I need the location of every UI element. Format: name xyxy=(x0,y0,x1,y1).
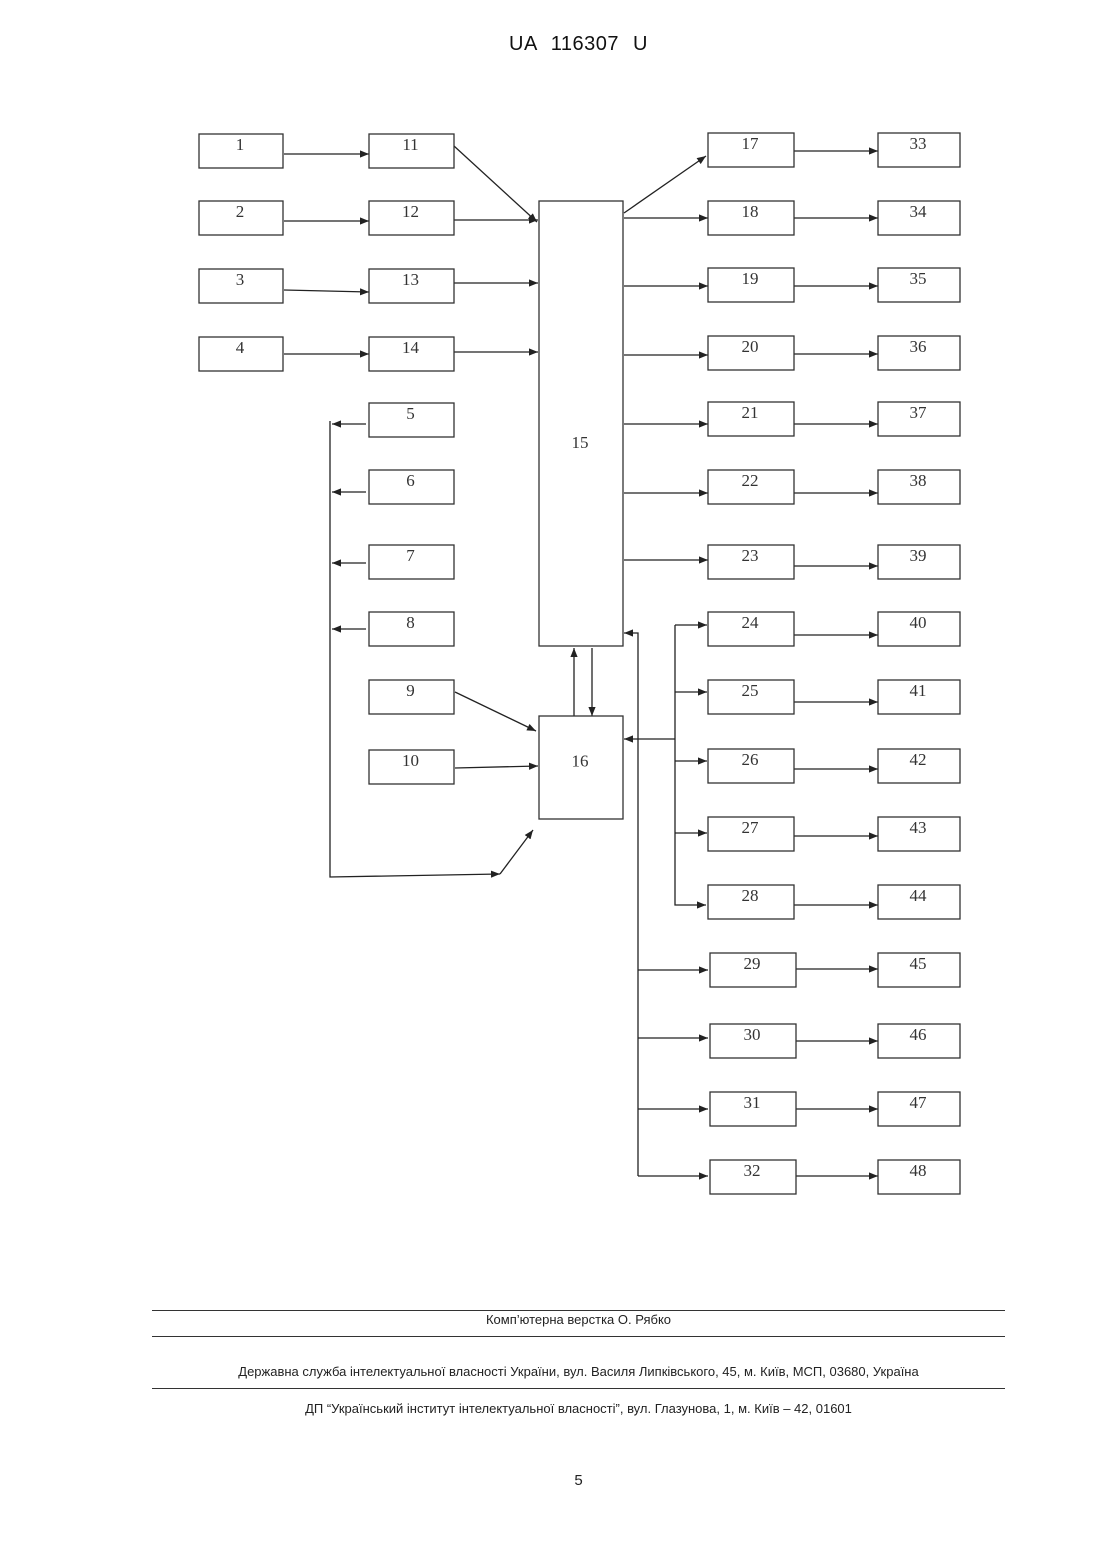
block-label-9: 9 xyxy=(406,681,415,700)
block-label-11: 11 xyxy=(402,135,418,154)
block-label-27: 27 xyxy=(742,818,760,837)
block-label-3: 3 xyxy=(236,270,245,289)
block-label-28: 28 xyxy=(742,886,759,905)
block-label-13: 13 xyxy=(402,270,419,289)
block-label-6: 6 xyxy=(406,471,415,490)
block-label-38: 38 xyxy=(910,471,927,490)
block-label-48: 48 xyxy=(910,1161,927,1180)
bus-to-28 xyxy=(675,625,706,905)
bus-to-15 xyxy=(624,633,638,1176)
block-label-5: 5 xyxy=(406,404,415,423)
block-label-15: 15 xyxy=(572,433,589,452)
block-label-47: 47 xyxy=(910,1093,928,1112)
arrow-15-to-17 xyxy=(624,156,706,213)
block-label-7: 7 xyxy=(406,546,415,565)
block-label-41: 41 xyxy=(910,681,927,700)
block-label-37: 37 xyxy=(910,403,928,422)
block-label-16: 16 xyxy=(572,752,589,771)
block-label-36: 36 xyxy=(910,337,927,356)
block-label-25: 25 xyxy=(742,681,759,700)
block-label-29: 29 xyxy=(744,954,761,973)
block-label-39: 39 xyxy=(910,546,927,565)
block-label-8: 8 xyxy=(406,613,415,632)
block-label-30: 30 xyxy=(744,1025,761,1044)
block-label-24: 24 xyxy=(742,613,760,632)
block-label-22: 22 xyxy=(742,471,759,490)
block-label-34: 34 xyxy=(910,202,928,221)
block-label-2: 2 xyxy=(236,202,245,221)
block-label-4: 4 xyxy=(236,338,245,357)
arrow-bus-to-16 xyxy=(500,830,533,874)
block-label-17: 17 xyxy=(742,134,760,153)
block-label-14: 14 xyxy=(402,338,420,357)
block-label-26: 26 xyxy=(742,750,759,769)
block-label-10: 10 xyxy=(402,751,419,770)
divider-bottom xyxy=(152,1388,1005,1389)
block-label-42: 42 xyxy=(910,750,927,769)
block-label-12: 12 xyxy=(402,202,419,221)
block-label-31: 31 xyxy=(744,1093,761,1112)
divider-middle xyxy=(152,1336,1005,1337)
arrow-input-3 xyxy=(284,290,369,292)
arrow-9-to-16 xyxy=(455,692,536,731)
office-address: Державна служба інтелектуальної власност… xyxy=(0,1364,1101,1379)
block-label-21: 21 xyxy=(742,403,759,422)
block-label-40: 40 xyxy=(910,613,927,632)
block-label-18: 18 xyxy=(742,202,759,221)
block-label-33: 33 xyxy=(910,134,927,153)
block-label-43: 43 xyxy=(910,818,927,837)
page-number: 5 xyxy=(0,1472,1101,1489)
institute-address: ДП “Український інститут інтелектуальної… xyxy=(0,1401,1101,1416)
block-label-23: 23 xyxy=(742,546,759,565)
block-label-45: 45 xyxy=(910,954,927,973)
block-label-46: 46 xyxy=(910,1025,927,1044)
block-15 xyxy=(539,201,623,646)
block-label-32: 32 xyxy=(744,1161,761,1180)
divider-top xyxy=(152,1310,1005,1311)
block-label-20: 20 xyxy=(742,337,759,356)
arrow-11-to-15 xyxy=(454,146,537,222)
block-label-1: 1 xyxy=(236,135,245,154)
diagram-blocks: 1234567891011121314151617181920212223242… xyxy=(199,133,960,1194)
block-label-19: 19 xyxy=(742,269,759,288)
arrow-10-to-16 xyxy=(455,766,538,768)
block-label-35: 35 xyxy=(910,269,927,288)
block-label-44: 44 xyxy=(910,886,928,905)
layout-credit: Комп’ютерна верстка О. Рябко xyxy=(0,1312,1101,1327)
